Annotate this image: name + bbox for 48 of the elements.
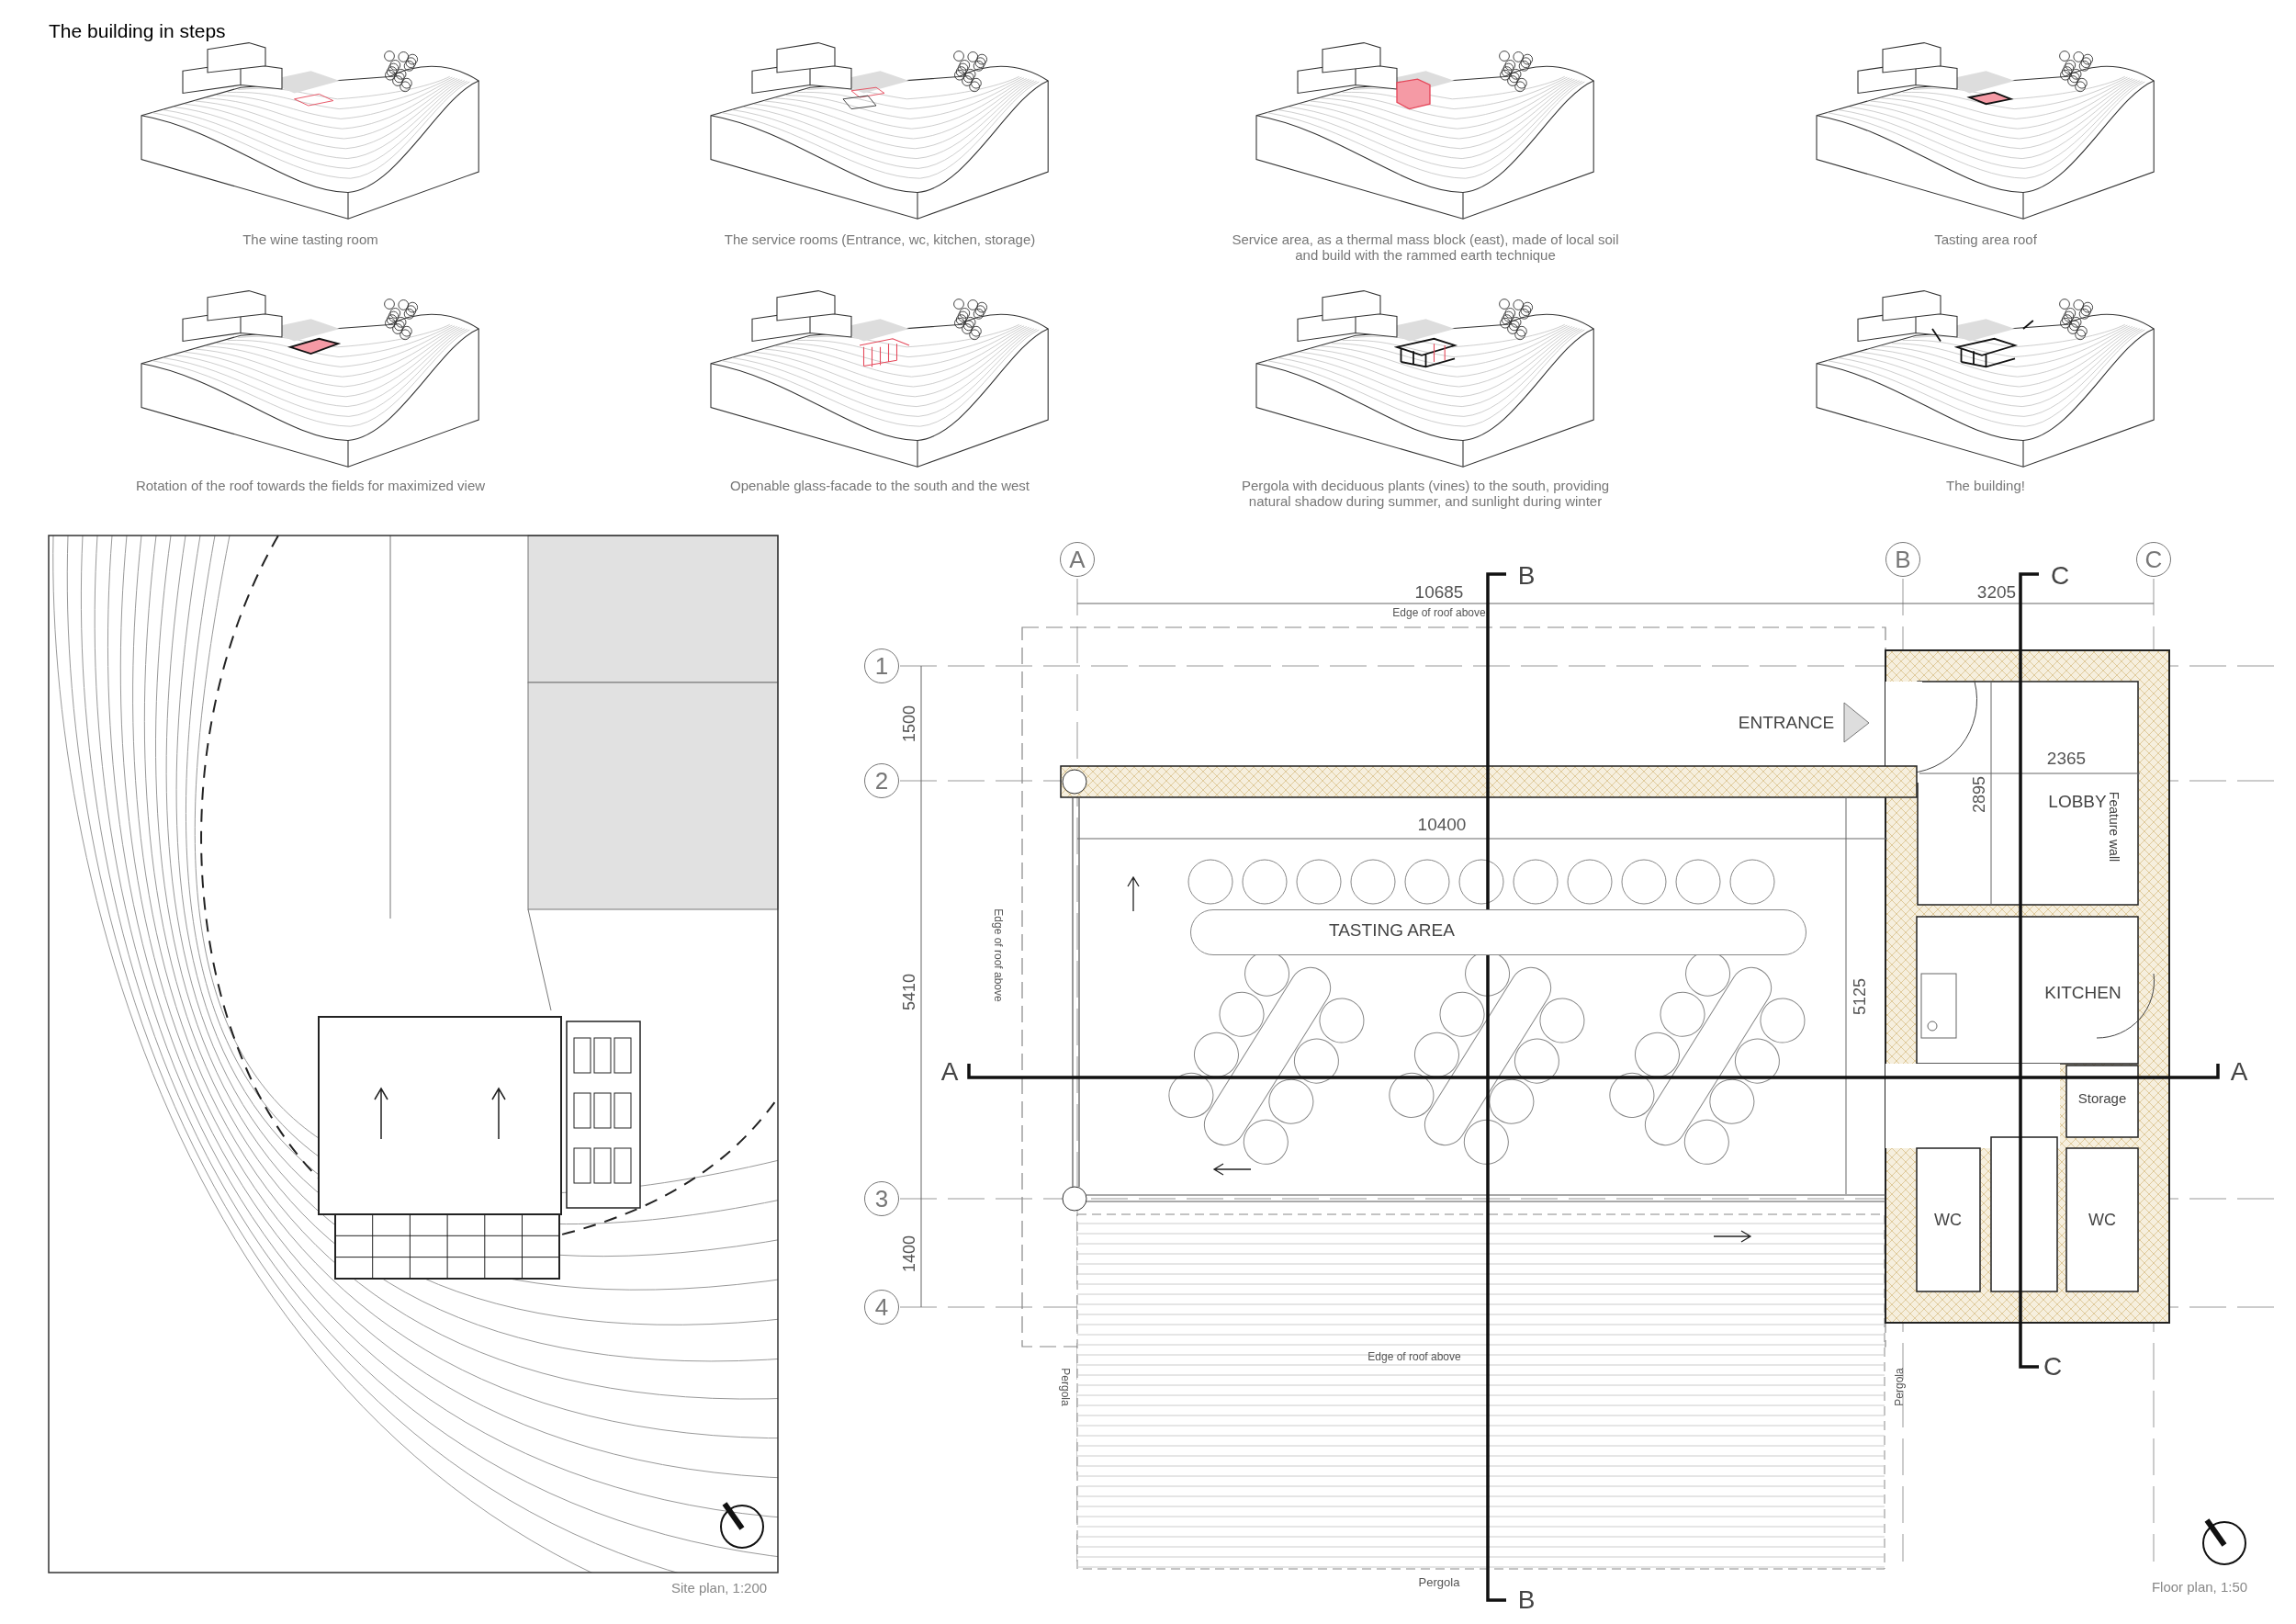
long-table <box>1190 909 1806 955</box>
dimension-value: 1400 <box>899 1235 919 1272</box>
note: Edge of roof above <box>1392 606 1486 619</box>
room-label: TASTING AREA <box>1329 920 1455 941</box>
title: The building in steps <box>49 20 226 42</box>
section-marker: B <box>1517 561 1536 591</box>
room-label: WC <box>1934 1210 1962 1230</box>
caption: The wine tasting room <box>242 231 379 248</box>
grid-marker: B <box>1885 542 1920 577</box>
grid-marker: C <box>2136 542 2171 577</box>
grid-marker: 4 <box>864 1290 899 1325</box>
note: Pergola <box>1893 1368 1906 1406</box>
caption: Service area, as a thermal mass block (east), made of local soil and build with the rammed earth technique <box>1231 231 1620 264</box>
caption: Site plan, 1:200 <box>670 1579 768 1596</box>
room-label: Storage <box>2077 1089 2127 1106</box>
caption: Openable glass-facade to the south and the west <box>728 478 1031 494</box>
section-marker: A <box>2230 1057 2248 1087</box>
section-marker: A <box>940 1057 959 1087</box>
dimension-value: 2895 <box>1969 776 1989 813</box>
grid-marker: 1 <box>864 648 899 683</box>
dimension-value: 2365 <box>2046 749 2087 769</box>
caption: Pergola with deciduous plants (vines) to the south, providing natural shadow during summer, and sunlight during winter <box>1240 478 1611 510</box>
dimension-value: 3205 <box>1976 582 2017 603</box>
room-label: WC <box>2088 1210 2116 1230</box>
note: Edge of roof above <box>1367 1350 1461 1363</box>
room-label: ENTRANCE <box>1738 713 1835 733</box>
caption: Floor plan, 1:50 <box>2151 1578 2248 1595</box>
dimension-value: 5125 <box>1850 978 1870 1015</box>
grid-marker: 2 <box>864 763 899 798</box>
note: Edge of roof above <box>992 908 1005 1002</box>
dimension-value: 10400 <box>1417 815 1467 835</box>
room-label: KITCHEN <box>2044 983 2122 1003</box>
dimension-value: 5410 <box>899 974 919 1010</box>
grid-marker: A <box>1060 542 1095 577</box>
note: Pergola <box>1059 1368 1072 1406</box>
section-marker: C <box>2050 561 2070 591</box>
caption: The service rooms (Entrance, wc, kitchen, storage) <box>723 231 1037 248</box>
caption: The building! <box>1945 478 2026 494</box>
dimension-value: 1500 <box>899 705 919 742</box>
grid-marker: 3 <box>864 1181 899 1216</box>
room-label: LOBBY <box>2048 792 2107 812</box>
caption: Rotation of the roof towards the fields for maximized view <box>134 478 487 494</box>
section-marker: B <box>1517 1585 1536 1615</box>
note: Pergola <box>1418 1574 1460 1589</box>
section-marker: C <box>2043 1352 2063 1382</box>
caption: Tasting area roof <box>1933 231 2038 248</box>
dimension-value: 10685 <box>1414 582 1464 603</box>
note: Feature wall <box>2107 791 2122 863</box>
